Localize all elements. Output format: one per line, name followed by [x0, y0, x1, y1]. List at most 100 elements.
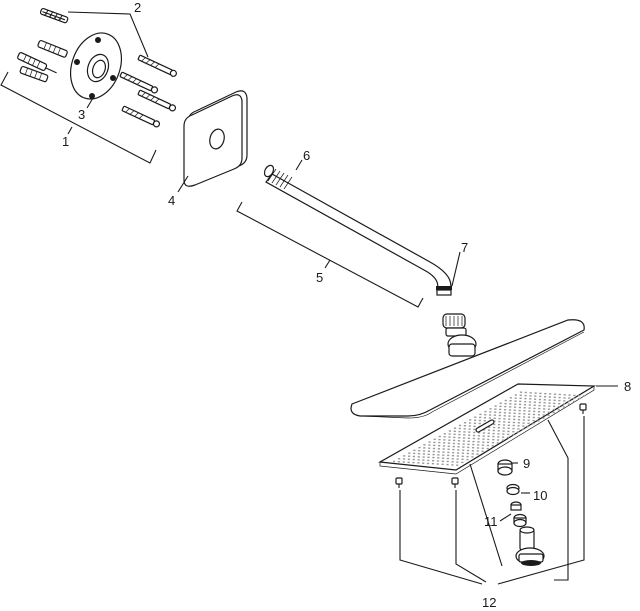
nozzle-dot — [497, 430, 500, 432]
nozzle-dot — [524, 397, 527, 400]
nozzle-dot — [393, 460, 396, 463]
nozzle-dot — [441, 463, 444, 465]
nozzle-dot — [514, 400, 517, 402]
nozzle-dot — [469, 419, 472, 421]
nozzle-dot — [478, 432, 481, 434]
nozzle-dot — [537, 414, 540, 416]
nozzle-dot — [504, 399, 507, 402]
nozzle-dot — [413, 452, 416, 455]
nozzle-dot — [512, 424, 515, 427]
nozzle-dot — [529, 398, 532, 400]
nozzle-dot — [422, 453, 425, 455]
nozzle-dot — [491, 445, 494, 447]
nozzle-dot — [572, 400, 576, 403]
nozzle-dot — [532, 413, 536, 416]
nozzle-dot — [427, 456, 430, 458]
nozzle-dot — [563, 397, 566, 399]
callout-2: 2 — [134, 0, 141, 15]
nozzle-dot — [476, 447, 480, 449]
nozzle-dot — [427, 459, 430, 462]
nozzle-dot — [433, 444, 436, 447]
nozzle-dot — [543, 402, 546, 404]
nozzle-dot — [523, 404, 527, 406]
nozzle-dot — [453, 436, 456, 439]
nozzle-dot — [412, 458, 415, 461]
nozzle-dot — [456, 464, 459, 466]
nozzle-dot — [418, 450, 421, 452]
nozzle-dot — [557, 409, 560, 411]
nozzle-dot — [471, 450, 474, 452]
wall-mounting-plate — [70, 32, 122, 100]
nozzle-dot — [468, 425, 471, 427]
nozzle-dot — [463, 431, 466, 433]
nozzle-dot — [422, 456, 425, 458]
nozzle-dot — [538, 407, 541, 410]
nozzle-dot — [562, 403, 566, 405]
nozzle-dot — [519, 397, 522, 399]
nozzle-dot — [533, 401, 536, 403]
nozzle-dot — [528, 410, 531, 412]
nozzle-dot — [548, 396, 551, 398]
nozzle-dot — [463, 425, 466, 427]
nozzle-dot — [412, 455, 415, 458]
nozzle-dot — [432, 460, 435, 462]
nozzle-dot — [422, 459, 425, 461]
nozzle-dot — [418, 446, 421, 449]
nozzle-dot — [447, 445, 450, 447]
nozzle-dot — [498, 424, 501, 426]
nozzle-dot — [534, 395, 537, 397]
nozzle-dot — [522, 422, 525, 424]
nozzle-dot — [443, 439, 446, 441]
nozzle-dot — [501, 439, 504, 441]
nozzle-dot — [522, 419, 525, 421]
nozzle-dot — [533, 407, 536, 410]
nozzle-dot — [518, 406, 521, 409]
nozzle-dot — [458, 437, 461, 439]
nozzle-dot — [477, 435, 480, 437]
wall-plug-mid-left — [37, 40, 68, 58]
callout-3: 3 — [78, 107, 85, 122]
square-cover-plate — [183, 90, 248, 187]
nozzle-dot — [442, 454, 445, 456]
nozzle-dot — [442, 445, 446, 447]
nozzle-dot — [508, 418, 511, 420]
nozzle-dot — [482, 435, 485, 437]
nozzle-dot — [542, 414, 545, 416]
nozzle-dot — [478, 422, 481, 425]
nozzle-dot — [523, 407, 526, 409]
nozzle-dot — [553, 399, 556, 401]
nozzle-dot — [442, 448, 445, 450]
nozzle-dot — [528, 404, 531, 406]
nozzle-dot — [529, 395, 532, 397]
nozzle-dot — [523, 413, 526, 415]
nozzle-dot — [502, 433, 505, 435]
nozzle-dot — [518, 409, 521, 412]
nozzle-dot — [544, 393, 547, 395]
shower-arm — [263, 164, 452, 296]
nozzle-dot — [567, 403, 570, 405]
callout-4: 4 — [168, 193, 175, 208]
nozzle-dot — [487, 429, 491, 431]
spray-plate — [378, 383, 597, 475]
nozzle-dot — [428, 441, 431, 443]
nozzle-dot — [542, 411, 546, 413]
nozzle-dot — [472, 434, 476, 437]
nozzle-dot — [437, 454, 440, 456]
nozzle-dot — [433, 438, 436, 440]
nozzle-dot — [532, 419, 535, 422]
part-11-insert — [513, 513, 527, 528]
nozzle-dot — [528, 407, 531, 409]
nozzle-dot — [518, 416, 521, 418]
nozzle-dot — [537, 417, 540, 419]
nozzle-dot — [452, 445, 455, 448]
nozzle-dot — [448, 430, 451, 432]
nozzle-dot — [408, 452, 411, 454]
nozzle-dot — [428, 447, 431, 449]
nozzle-dot — [542, 417, 545, 419]
nozzle-dot — [558, 399, 561, 402]
nozzle-dot — [457, 446, 460, 448]
nozzle-dot — [568, 397, 571, 399]
nozzle-dot — [489, 408, 492, 410]
nozzle-dot — [477, 438, 480, 440]
wall-plugs-and-screws — [17, 7, 177, 128]
